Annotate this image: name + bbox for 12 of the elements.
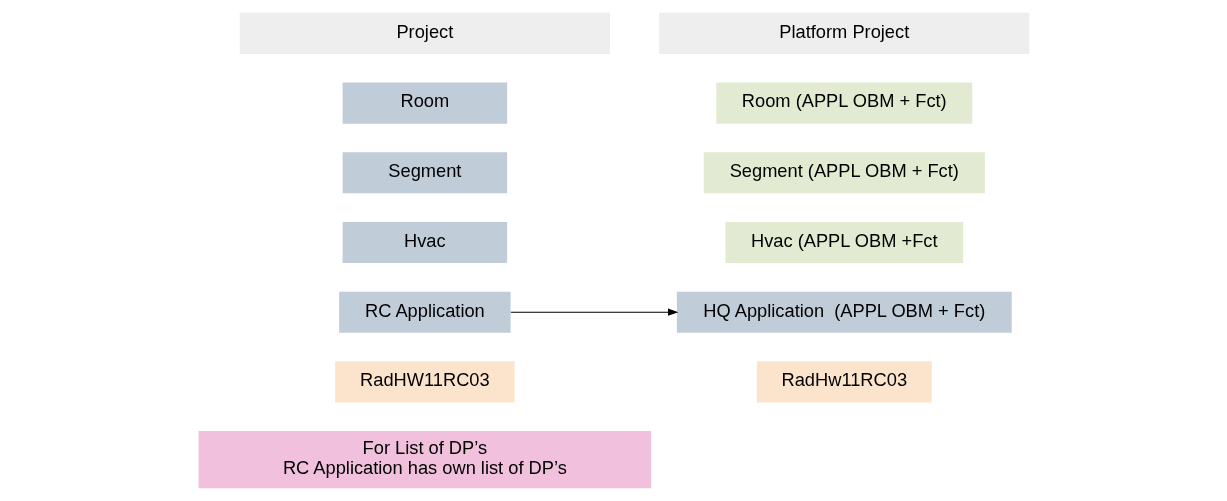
node-box: For List of DP’s RC Application has own list of DP’s — [198, 431, 651, 489]
node-box: Hvac — [342, 221, 507, 264]
node-box: Room — [342, 82, 507, 124]
arrow — [509, 308, 678, 316]
node-box: Hvac (APPL OBM +Fct — [724, 221, 963, 264]
node-box: RadHW11RC03 — [334, 361, 515, 403]
node-box: RC Application — [338, 291, 511, 333]
node-box: HQ Application (APPL OBM + Fct) — [676, 291, 1012, 333]
node-box: Segment — [342, 152, 507, 194]
node-box: RadHw11RC03 — [756, 361, 932, 403]
node-box: Room (APPL OBM + Fct) — [715, 82, 972, 124]
node-box: Segment (APPL OBM + Fct) — [703, 152, 985, 194]
